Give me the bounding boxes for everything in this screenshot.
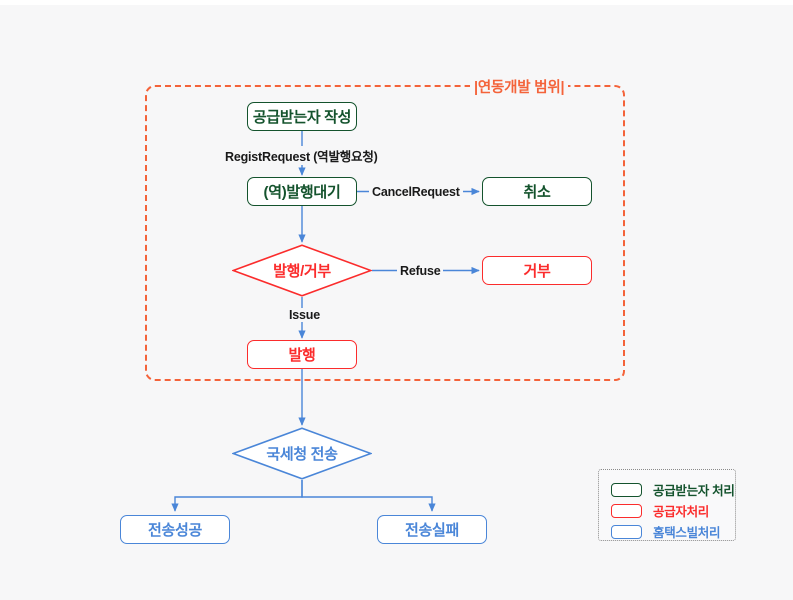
integration-scope-label: |연동개발 범위| bbox=[470, 76, 569, 97]
legend-swatch-blue-icon bbox=[611, 524, 642, 539]
legend-label-hometaxbill: 홈택스빌처리 bbox=[653, 526, 721, 540]
node-transmit-fail[interactable]: 전송실패 bbox=[377, 515, 487, 544]
diamond-shape-blue bbox=[232, 427, 372, 480]
edge-transmit-fail bbox=[301, 480, 436, 512]
group-label-prefix: | bbox=[474, 80, 478, 96]
group-label-suffix: | bbox=[560, 80, 565, 96]
top-strip bbox=[0, 0, 793, 5]
node-cancel[interactable]: 취소 bbox=[482, 177, 592, 206]
node-nts-transmit[interactable]: 국세청 전송 bbox=[232, 427, 372, 480]
edge-transmit-success bbox=[171, 480, 303, 512]
legend-swatch-green-icon bbox=[611, 482, 642, 497]
node-recipient-write[interactable]: 공급받는자 작성 bbox=[247, 102, 357, 131]
legend-label-recipient: 공급받는자 처리 bbox=[653, 484, 735, 498]
node-issue-or-refuse[interactable]: 발행/거부 bbox=[232, 244, 372, 297]
legend-item-recipient: 공급받는자 처리 bbox=[611, 479, 735, 500]
node-transmit-success[interactable]: 전송성공 bbox=[120, 515, 230, 544]
legend-item-supplier: 공급자처리 bbox=[611, 500, 723, 521]
legend-swatch-red-icon bbox=[611, 503, 642, 518]
edge-label-issue: Issue bbox=[286, 308, 323, 322]
integration-scope-group bbox=[145, 85, 625, 381]
diamond-shape-red bbox=[232, 244, 372, 297]
edge-label-regist-request: RegistRequest (역발행요청) bbox=[222, 146, 381, 165]
node-nts-transmit-label: 국세청 전송 bbox=[266, 446, 338, 463]
node-issue-waiting[interactable]: (역)발행대기 bbox=[247, 177, 357, 206]
node-refused[interactable]: 거부 bbox=[482, 256, 592, 285]
edge-label-refuse: Refuse bbox=[397, 264, 444, 278]
group-label-text: 연동개발 범위 bbox=[477, 80, 561, 96]
node-issued[interactable]: 발행 bbox=[247, 340, 357, 369]
node-issue-or-refuse-label: 발행/거부 bbox=[273, 263, 331, 280]
legend: 공급받는자 처리 공급자처리 홈택스빌처리 bbox=[598, 469, 736, 541]
legend-label-supplier: 공급자처리 bbox=[653, 505, 710, 519]
legend-item-hometaxbill: 홈택스빌처리 bbox=[611, 521, 723, 542]
edge-label-cancel-request: CancelRequest bbox=[369, 185, 463, 199]
